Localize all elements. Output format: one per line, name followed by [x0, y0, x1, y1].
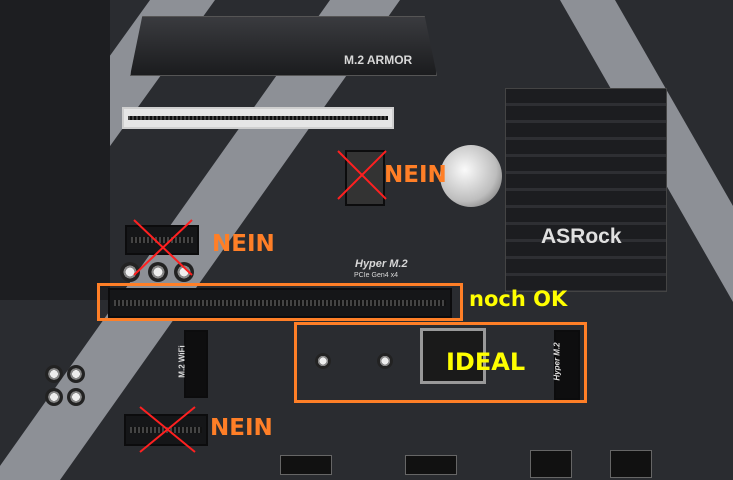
cross-mark-icon — [139, 406, 196, 453]
annotation-box-pcie — [97, 283, 463, 321]
cross-mark-icon — [337, 150, 387, 200]
annotation-nein-top: NEIN — [384, 162, 447, 188]
annotation-noch-ok: noch OK — [469, 287, 568, 311]
hyper-m2-slot: Hyper M.2 — [553, 330, 580, 400]
chipset-heatsink: ASRock — [505, 88, 667, 292]
pcie-x1-slot — [125, 225, 199, 255]
rear-io-area — [0, 0, 110, 300]
pcie-slot-top — [122, 107, 394, 129]
annotation-box-ideal — [294, 322, 587, 403]
capacitor — [174, 262, 194, 282]
cmos-battery — [440, 145, 502, 207]
sata-port — [610, 450, 652, 478]
pin-header — [280, 455, 332, 475]
m2-wifi-slot: M.2 WiFi — [178, 330, 208, 398]
mounting-standoff — [377, 353, 393, 369]
capacitor — [45, 388, 63, 406]
sata-port — [530, 450, 572, 478]
pcie-x16-slot — [108, 288, 452, 318]
hyper-m2-subtitle: PCIe Gen4 x4 — [354, 272, 398, 279]
controller-chip — [420, 328, 486, 384]
m2-heatsink: M.2 ARMOR — [130, 16, 437, 76]
capacitor — [45, 365, 63, 383]
mounting-standoff — [315, 353, 331, 369]
annotation-ideal: IDEAL — [446, 348, 526, 376]
annotation-nein-middle: NEIN — [212, 231, 275, 257]
capacitor — [148, 262, 168, 282]
pin-header — [405, 455, 457, 475]
capacitor — [120, 262, 140, 282]
annotation-nein-bottom: NEIN — [210, 415, 273, 441]
hyper-m2-title: Hyper M.2 — [355, 258, 408, 270]
asrock-logo: ASRock — [541, 225, 622, 248]
cross-mark-icon — [133, 219, 193, 276]
capacitor — [67, 365, 85, 383]
m2-heatsink-label: M.2 ARMOR — [344, 53, 413, 67]
m2-wifi-label: M.2 WiFi — [177, 345, 187, 378]
capacitor — [67, 388, 85, 406]
